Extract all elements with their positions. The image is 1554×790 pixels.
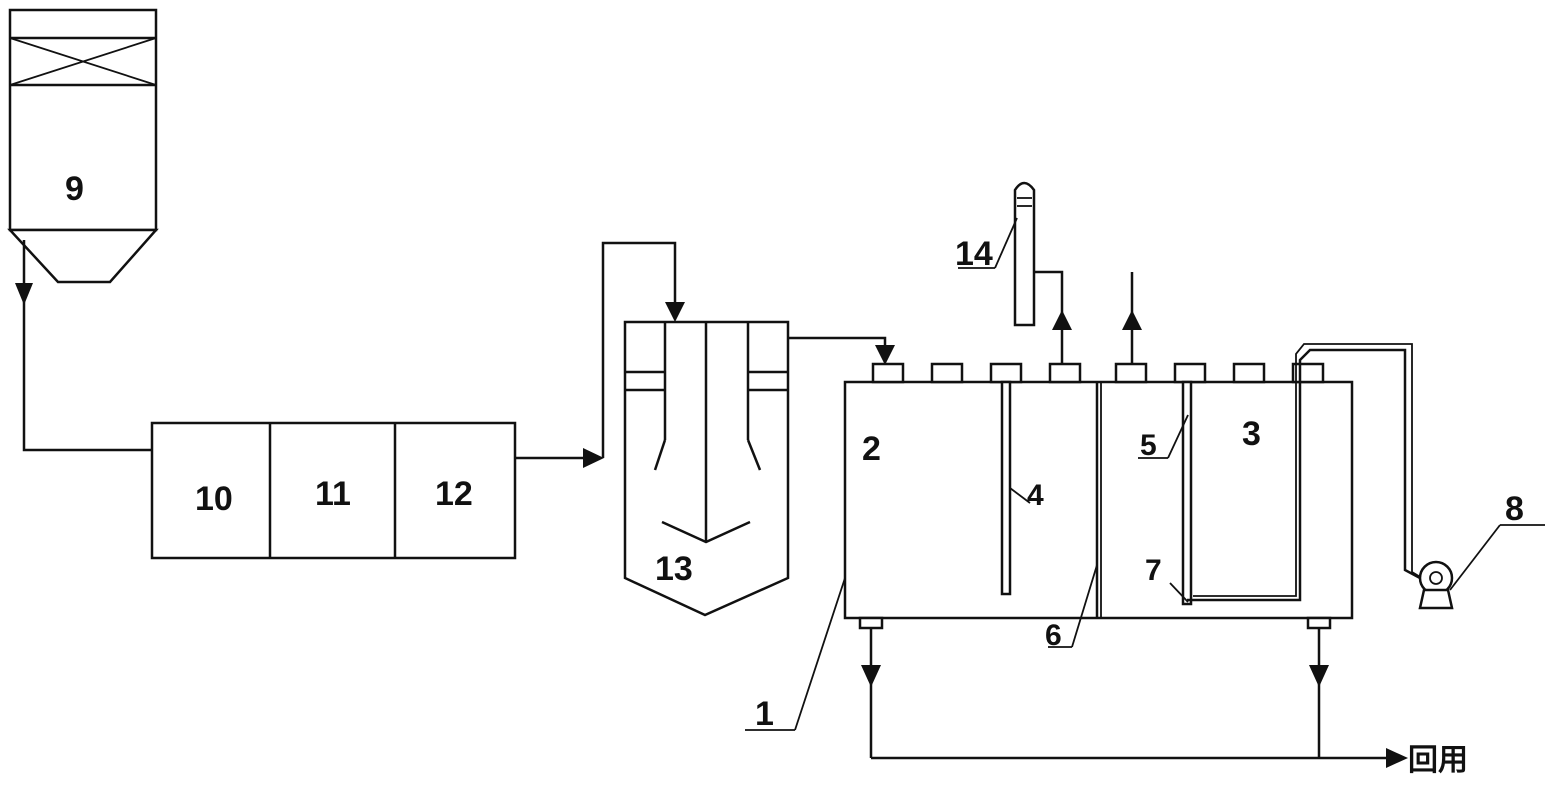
label-1: 1 xyxy=(755,695,774,733)
outlet-lines: 回用 xyxy=(861,628,1468,777)
settler-13: 13 xyxy=(623,320,790,617)
silo-outlet-line xyxy=(15,240,152,452)
pump-8: 8 xyxy=(1418,490,1545,610)
label-7: 7 xyxy=(1145,554,1162,587)
leaders-inner: 4 5 6 7 xyxy=(1009,414,1189,652)
units-to-settler-line xyxy=(515,241,685,468)
label-10: 10 xyxy=(195,480,233,518)
label-11: 11 xyxy=(315,475,351,513)
label-8: 8 xyxy=(1505,490,1524,528)
label-5: 5 xyxy=(1140,429,1157,462)
column-14: 14 xyxy=(955,181,1072,364)
silo-9: 9 xyxy=(7,8,159,284)
vent-arrow xyxy=(1122,272,1142,364)
label-9: 9 xyxy=(65,170,84,208)
outlet-label: 回用 xyxy=(1408,744,1468,777)
treatment-units: 10 11 12 xyxy=(150,421,517,560)
label-4: 4 xyxy=(1027,479,1044,512)
tank-1: 2 3 xyxy=(843,343,1423,630)
label-2: 2 xyxy=(862,430,881,468)
label-12: 12 xyxy=(435,475,473,513)
label-6: 6 xyxy=(1045,619,1062,652)
leader-1: 1 xyxy=(745,577,846,733)
settler-to-tank-line xyxy=(788,336,895,365)
label-3: 3 xyxy=(1242,415,1261,453)
label-14: 14 xyxy=(955,235,993,273)
label-13: 13 xyxy=(655,550,693,588)
